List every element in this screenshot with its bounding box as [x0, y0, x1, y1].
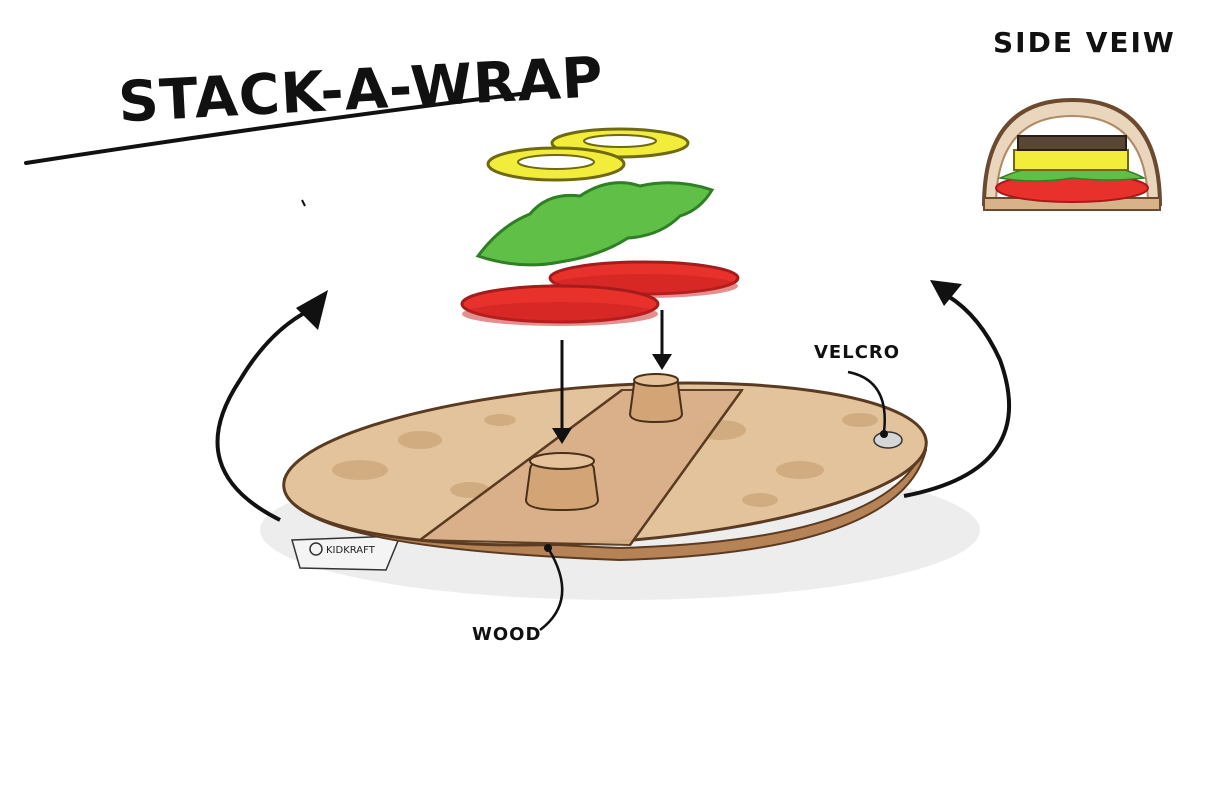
- fold-arrow-right-head: [930, 280, 962, 306]
- side-view-pepper: [1013, 149, 1129, 171]
- side-view-illustration: [982, 97, 1162, 211]
- side-view-label: SIDE VEIW: [993, 26, 1176, 59]
- fold-arrow-left: [215, 308, 311, 522]
- velcro-label: VELCRO: [814, 342, 900, 363]
- panel-seam-right: [628, 389, 744, 546]
- arrow-head-back-peg: [652, 354, 672, 370]
- lettuce-leaf: [475, 181, 715, 267]
- stray-mark: [301, 199, 306, 207]
- wood-leader-dot: [544, 544, 552, 552]
- title-text: STACK-A-WRAP: [117, 45, 605, 135]
- brand-tag: KIDKRAFT: [291, 535, 402, 571]
- pepper-rings: [486, 127, 690, 182]
- side-view-patty: [1017, 135, 1127, 151]
- velcro-patch: [873, 431, 903, 449]
- panel-seam-left: [419, 388, 623, 542]
- tomato-slices: [460, 260, 740, 326]
- velcro-leader-dot: [880, 430, 888, 438]
- tag-text: KIDKRAFT: [326, 545, 376, 556]
- fold-arrow-left-head: [296, 290, 328, 330]
- wood-leader: [539, 547, 564, 631]
- fold-arrow-right: [903, 294, 1011, 498]
- velcro-leader: [847, 370, 886, 433]
- title-underline: [24, 92, 522, 165]
- wood-label: WOOD: [472, 624, 541, 645]
- arrow-head-front-peg: [552, 428, 572, 444]
- peg-back: [628, 373, 684, 424]
- peg-front: [524, 452, 600, 512]
